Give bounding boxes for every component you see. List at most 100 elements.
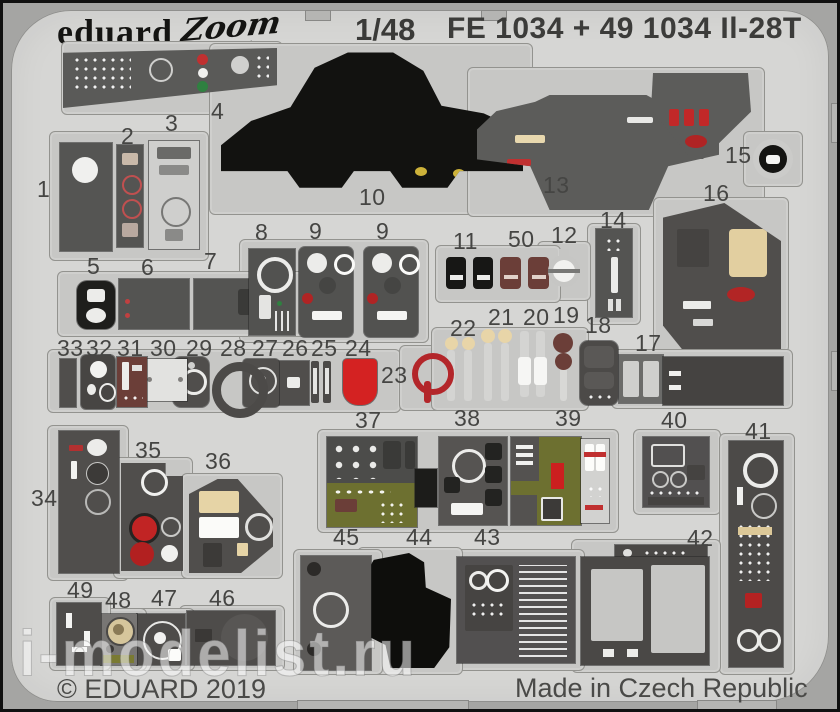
part-39-detail xyxy=(541,497,563,521)
part-number-label: 27 xyxy=(252,335,279,361)
part-15 xyxy=(753,139,793,179)
part-21 xyxy=(478,329,514,403)
part-5 xyxy=(77,281,115,329)
part-25 xyxy=(309,361,333,405)
part-49-detail xyxy=(72,647,87,652)
part-41-detail xyxy=(745,593,762,608)
part-6-detail xyxy=(125,313,130,318)
part-39-gauges xyxy=(581,439,609,523)
part-34 xyxy=(59,431,119,573)
part-41-detail xyxy=(738,527,772,535)
part-47-detail xyxy=(168,649,181,661)
part-number-label: 24 xyxy=(345,335,372,361)
part-number-label: 20 xyxy=(523,304,550,330)
part-50-detail xyxy=(504,275,518,279)
part-4-detail xyxy=(149,58,173,82)
part-41-detail xyxy=(758,629,781,652)
part-number-label: 12 xyxy=(551,222,578,248)
part-number-label: 32 xyxy=(86,335,113,361)
part-5-detail xyxy=(86,308,106,323)
part-number-label: 2 xyxy=(121,123,135,149)
part-40 xyxy=(643,437,709,507)
part-36-detail xyxy=(199,491,239,513)
part-41-detail xyxy=(737,629,760,652)
scale-label: 1/48 xyxy=(355,12,416,47)
part-number-label: 7 xyxy=(204,248,218,274)
part-25-detail xyxy=(325,368,329,394)
part-number-label: 46 xyxy=(209,585,236,611)
part-4-detail xyxy=(73,56,131,94)
part-39-detail xyxy=(516,461,533,465)
part-39-gauges-detail xyxy=(596,444,605,471)
part-50 xyxy=(500,253,550,295)
part-48 xyxy=(101,614,137,665)
part-16-detail xyxy=(677,229,709,267)
part-2-detail xyxy=(122,175,142,195)
part-number-label: 9 xyxy=(309,218,323,244)
part-43-detail xyxy=(470,601,505,621)
part-number-label: 40 xyxy=(661,407,688,433)
part-number-label: 10 xyxy=(359,184,386,210)
part-46 xyxy=(187,611,275,665)
part-39 xyxy=(511,437,581,525)
part-24 xyxy=(343,359,377,405)
part-number-label: 37 xyxy=(355,407,382,433)
part-9-left-detail xyxy=(319,277,336,294)
part-47-detail xyxy=(143,621,182,660)
part-34-detail xyxy=(69,445,83,451)
part-50-detail xyxy=(532,275,546,279)
part-42-clip xyxy=(615,545,707,560)
part-19-detail xyxy=(555,353,572,370)
part-6-detail xyxy=(125,299,130,304)
fret-tab xyxy=(297,700,469,709)
part-12-detail xyxy=(548,269,580,273)
part-number-label: 36 xyxy=(205,448,232,474)
part-number-label: 1 xyxy=(37,176,51,202)
part-9-right-detail xyxy=(372,253,392,273)
part-14 xyxy=(596,229,632,317)
part-36-detail xyxy=(245,513,273,541)
part-41-detail xyxy=(751,493,777,519)
part-8-detail xyxy=(259,295,271,319)
part-35-detail xyxy=(141,469,168,496)
part-38-detail xyxy=(485,466,502,483)
part-9-right-detail xyxy=(384,277,401,294)
part-number-label: 25 xyxy=(311,335,338,361)
part-42-clip-detail xyxy=(643,549,687,557)
part-45 xyxy=(301,556,371,670)
part-18-detail xyxy=(587,393,611,402)
part-23-detail xyxy=(412,353,454,395)
part-2-detail xyxy=(122,223,138,237)
part-49 xyxy=(57,603,101,665)
part-number-label: 3 xyxy=(165,110,179,136)
part-19-detail xyxy=(553,333,573,353)
part-5-detail xyxy=(87,289,105,302)
part-15-detail xyxy=(766,155,780,164)
part-11-detail xyxy=(450,275,463,280)
part-50-detail xyxy=(500,257,521,289)
part-number-label: 41 xyxy=(745,418,772,444)
part-number-label: 19 xyxy=(553,302,580,328)
part-31-detail xyxy=(132,365,142,371)
part-number-label: 13 xyxy=(543,172,570,198)
part-30-detail xyxy=(178,377,183,382)
part-3-detail xyxy=(165,229,183,241)
part-26 xyxy=(277,361,309,405)
part-3-detail xyxy=(161,197,191,227)
part-25-detail xyxy=(313,368,317,394)
part-number-label: 22 xyxy=(450,315,477,341)
part-22-detail xyxy=(462,337,475,350)
part-40-detail xyxy=(651,444,685,467)
part-14-detail xyxy=(605,237,623,251)
part-37 xyxy=(327,437,417,527)
part-number-label: 34 xyxy=(31,485,58,511)
part-16-detail xyxy=(683,301,711,309)
part-number-label: 29 xyxy=(186,335,213,361)
part-39-gauges-detail xyxy=(584,452,606,457)
part-39-detail xyxy=(516,453,533,457)
part-number-label: 44 xyxy=(406,524,433,550)
part-4-detail xyxy=(198,68,208,78)
part-11-detail xyxy=(473,257,493,289)
part-37-detail xyxy=(383,441,401,469)
part-9-right-detail xyxy=(399,254,420,275)
